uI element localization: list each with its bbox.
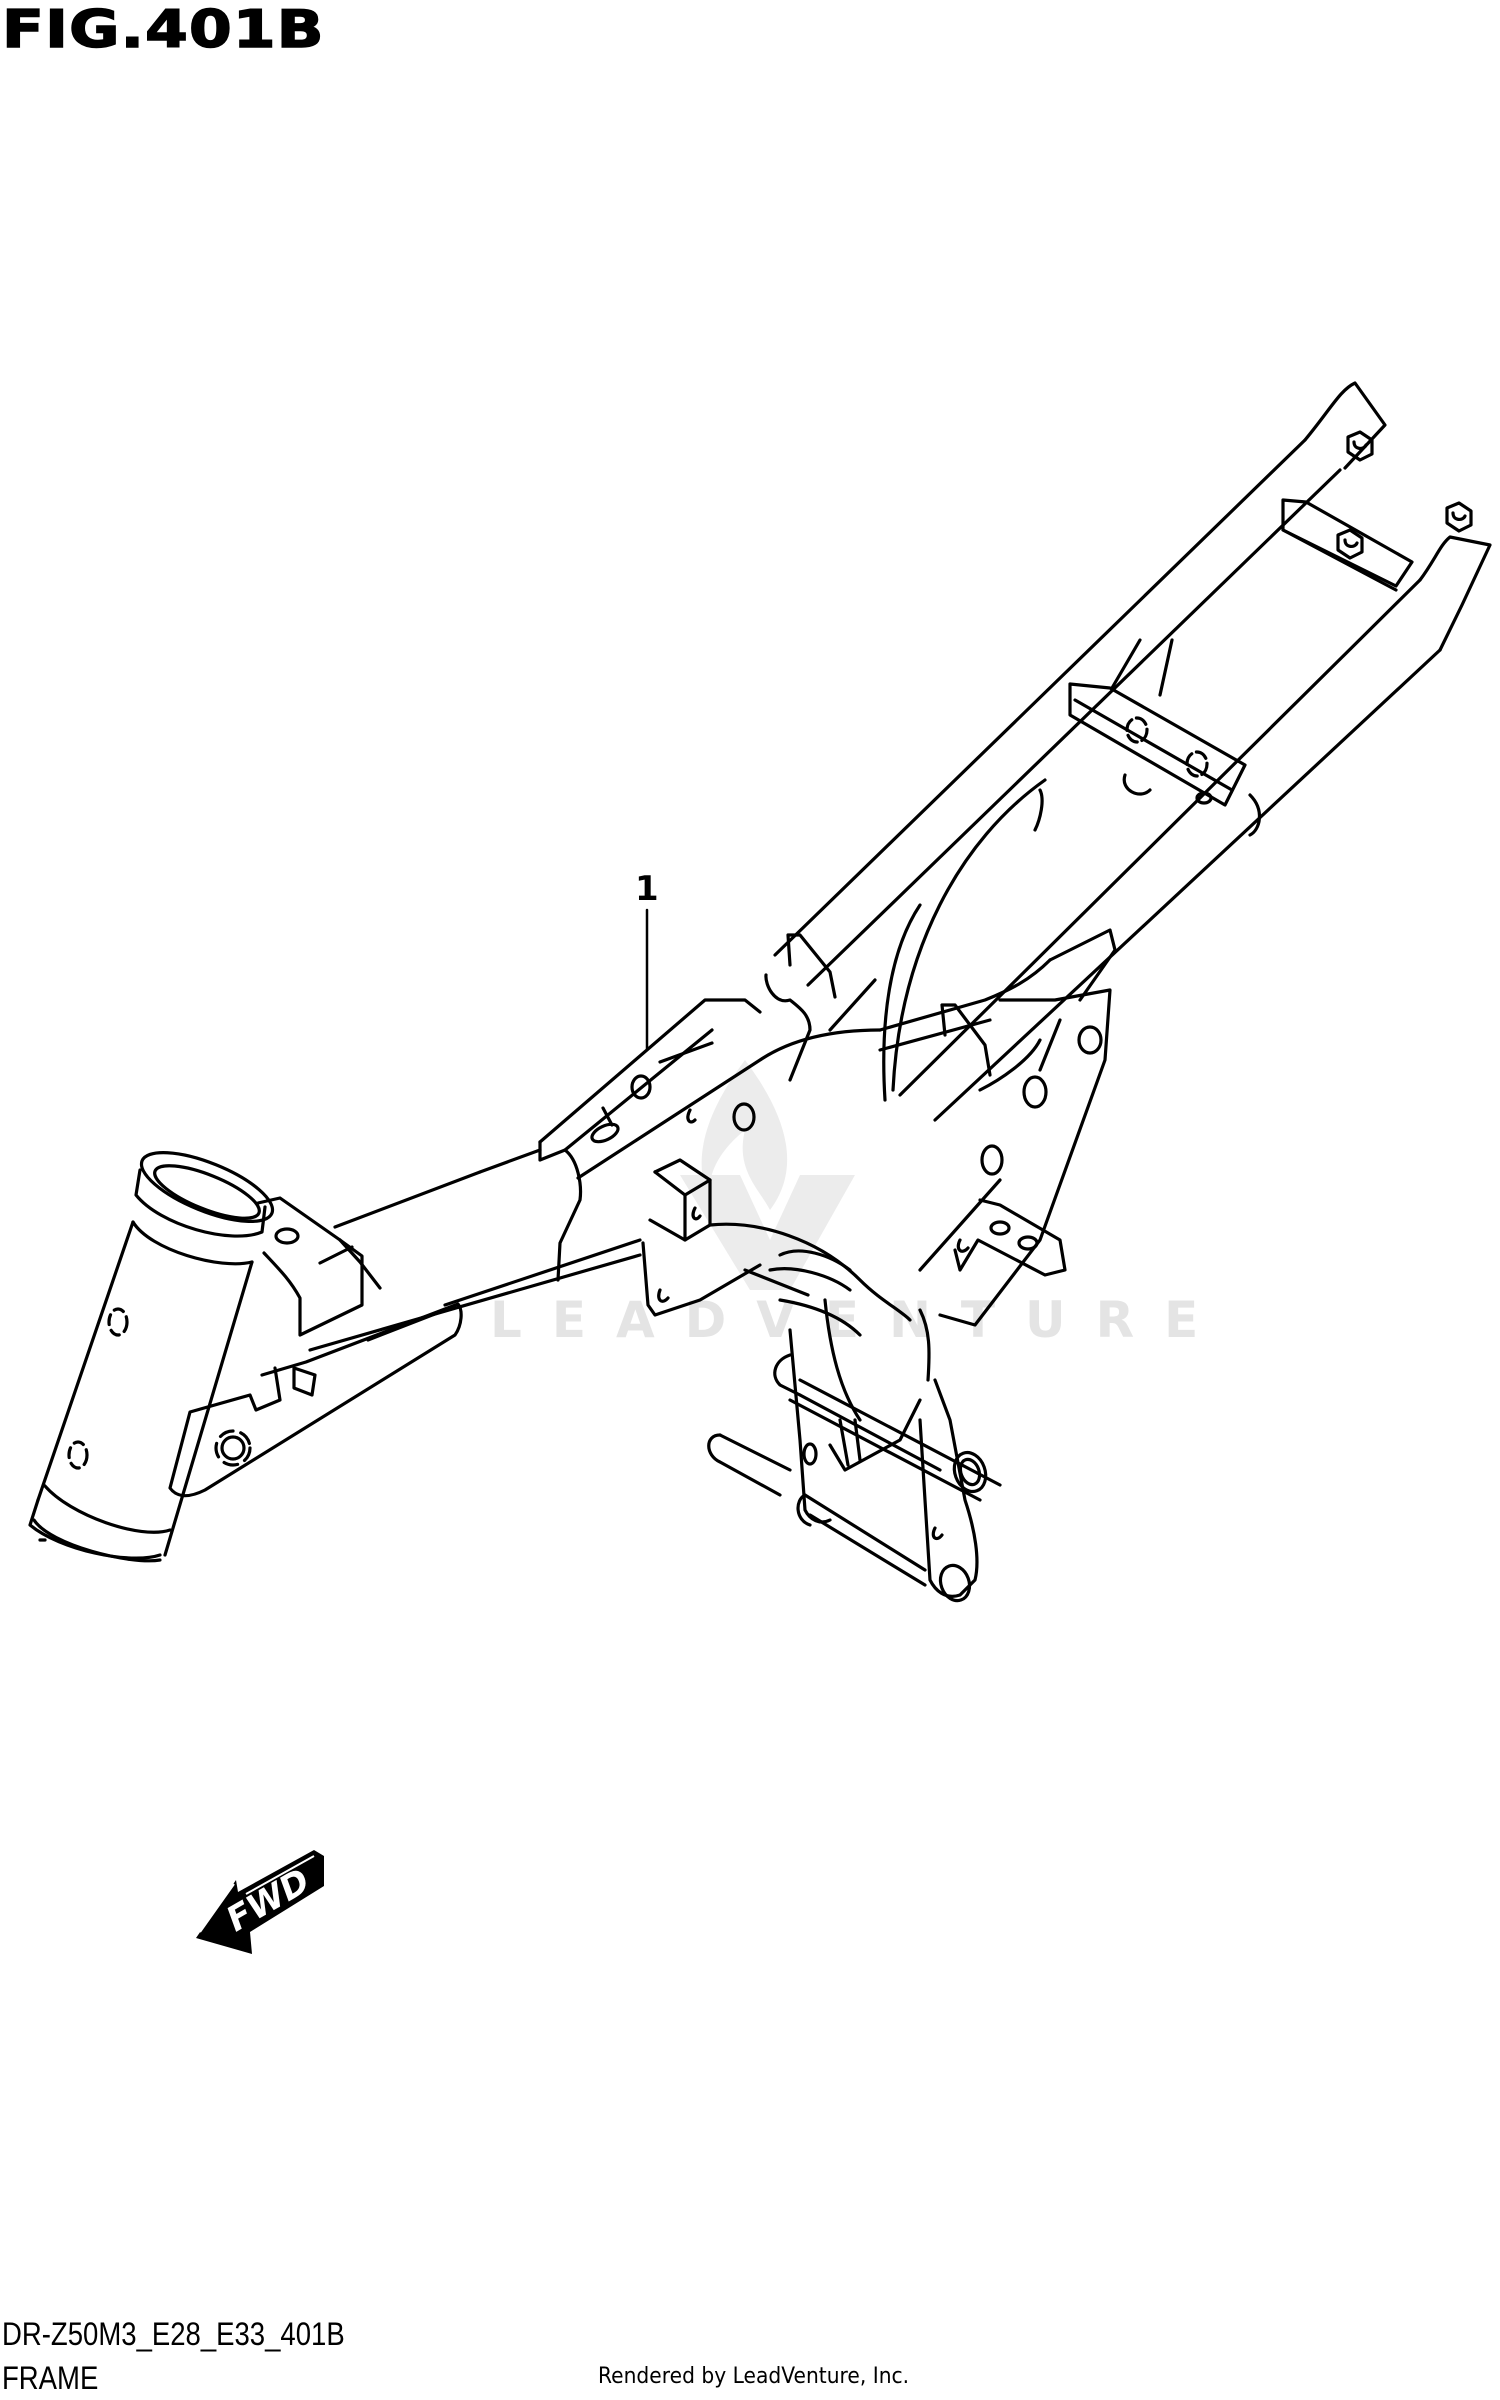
- model-code: DR-Z50M3_E28_E33_401B: [2, 2316, 345, 2352]
- main-beam: [38, 1148, 642, 1542]
- steering-head-tube: [28, 1151, 275, 1563]
- box-mount: [648, 1158, 712, 1242]
- rear-cross-plate: [1281, 498, 1414, 592]
- head-gusset: [256, 1196, 382, 1337]
- figure-title: FIG.401B: [1, 0, 325, 60]
- rear-rail-nuts: [1346, 430, 1473, 533]
- callout-number-1: 1: [635, 869, 659, 909]
- side-bracket: [953, 1198, 1067, 1277]
- forward-arrow-icon: FWD: [196, 1850, 324, 1954]
- mid-cross-bracket: [1033, 638, 1261, 837]
- watermark-text: LEADVENTURE: [490, 1291, 1229, 1349]
- wire-clips: [786, 933, 992, 1077]
- swingarm-pivot: [707, 1298, 1002, 1603]
- upper-rails: [764, 381, 1492, 1122]
- down-tube-gusset: [168, 1253, 642, 1498]
- section-name: FRAME: [2, 2360, 99, 2396]
- fwd-label: FWD: [223, 1860, 314, 1942]
- lower-plate: [641, 1241, 762, 1317]
- render-credit: Rendered by LeadVenture, Inc.: [598, 2364, 910, 2389]
- rear-down-tube: [878, 778, 1117, 1102]
- lower-curved-plate: [708, 1222, 912, 1337]
- pivot-plate-right: [918, 988, 1112, 1327]
- center-bracket: [538, 998, 882, 1282]
